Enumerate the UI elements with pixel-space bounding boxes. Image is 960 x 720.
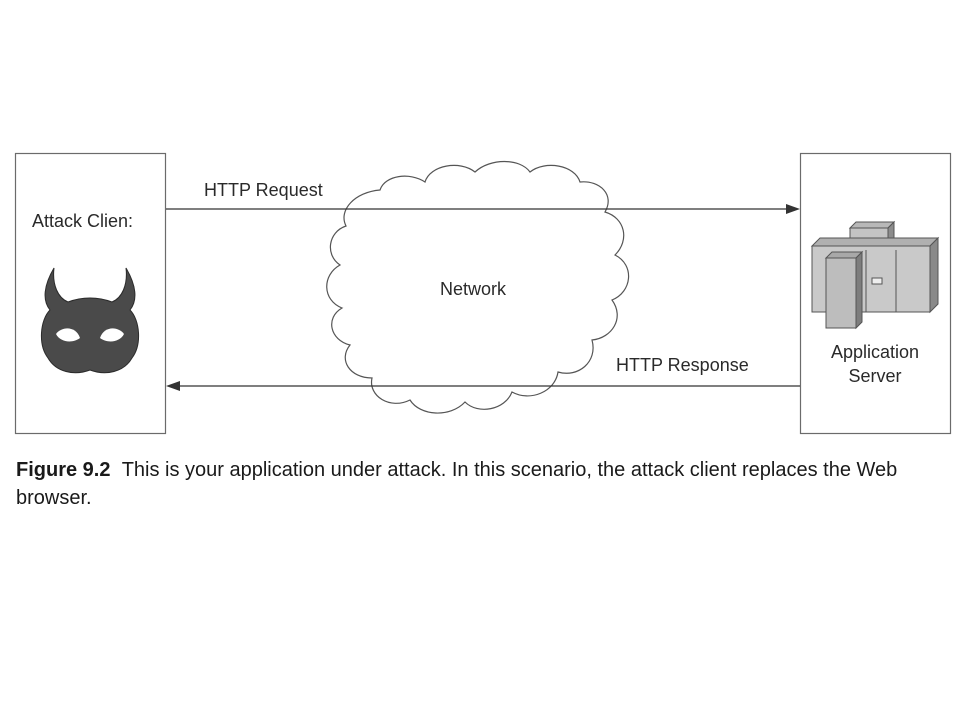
network-cloud-icon [326, 161, 630, 414]
client-label: Attack Clien: [32, 211, 134, 231]
http-request-label: HTTP Request [204, 180, 323, 200]
server-cabinet-icon [810, 220, 940, 330]
figure-caption: Figure 9.2 This is your application unde… [16, 456, 916, 512]
response-arrowhead [166, 381, 180, 391]
network-label: Network [440, 279, 507, 299]
client-box [14, 152, 167, 435]
server-label-line2: Server [848, 366, 902, 386]
devil-mask-icon [41, 267, 139, 374]
caption-text: This is your application under attack. I… [16, 459, 898, 509]
http-response-label: HTTP Response [616, 355, 749, 375]
server-label-line1: Application [830, 342, 920, 362]
request-arrowhead [786, 204, 800, 214]
figure-label: Figure 9.2 [16, 459, 111, 481]
